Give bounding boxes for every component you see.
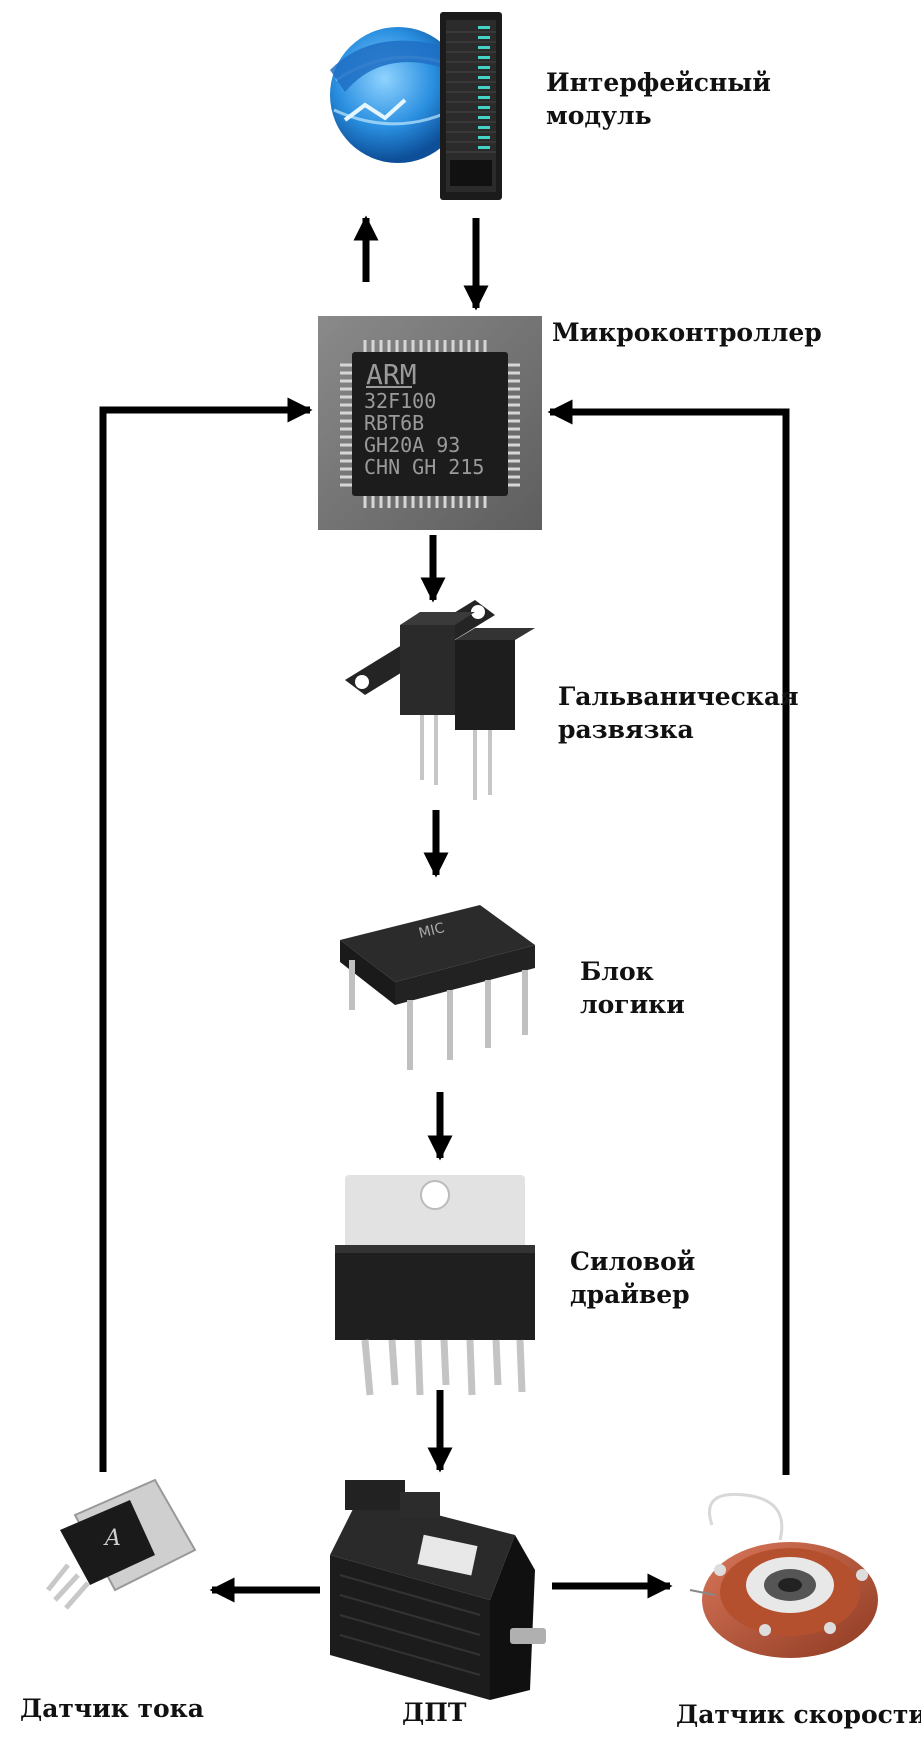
label-galvanic-isolation: Гальваническая развязка [558, 680, 799, 746]
feedback-speed-line [547, 399, 790, 1475]
label-line: ДПТ [402, 1698, 467, 1727]
label-logic-block: Блок логики [580, 955, 685, 1021]
label-interface-module: Интерфейсный модуль [546, 66, 771, 132]
label-power-driver: Силовой драйвер [570, 1245, 695, 1311]
dc-motor-icon [330, 1480, 546, 1700]
label-line: Силовой [570, 1247, 696, 1276]
mcu-marking-line: 32F100 [364, 389, 436, 413]
speed-sensor-icon [689, 1492, 878, 1658]
label-microcontroller: Микроконтроллер [552, 316, 822, 349]
label-line: модуль [546, 101, 652, 130]
mcu-marking-brand: ARM [366, 358, 417, 391]
label-line: Датчик скорости [676, 1700, 921, 1729]
label-current-sensor: Датчик тока [20, 1692, 204, 1725]
label-line: Интерфейсный [546, 68, 771, 97]
mcu-marking-line: GH20A 93 [364, 433, 460, 457]
label-line: развязка [558, 715, 694, 744]
label-line: Гальваническая [558, 682, 799, 711]
interface-module-icon [330, 12, 502, 200]
feedback-current-line [99, 397, 313, 1472]
logic-ic-icon: MIC [340, 905, 535, 1070]
label-motor: ДПТ [402, 1696, 466, 1729]
label-line: драйвер [570, 1280, 690, 1309]
label-line: Блок [580, 957, 654, 986]
current-sensor-marking: A [103, 1526, 121, 1551]
label-line: Датчик тока [20, 1694, 204, 1723]
logic-ic-marking: MIC [417, 920, 446, 942]
optocoupler-icon [345, 600, 535, 800]
mcu-marking-line: CHN GH 215 [364, 455, 484, 479]
mcu-marking-line: RBT6B [364, 411, 424, 435]
server-icon [440, 12, 502, 200]
label-speed-sensor: Датчик скорости [676, 1698, 921, 1731]
power-driver-icon [335, 1175, 535, 1396]
microcontroller-icon: ARM 32F100 RBT6B GH20A 93 CHN GH 215 [318, 316, 542, 530]
current-sensor-icon: A [46, 1478, 197, 1610]
label-line: Микроконтроллер [552, 318, 822, 347]
label-line: логики [580, 990, 685, 1019]
